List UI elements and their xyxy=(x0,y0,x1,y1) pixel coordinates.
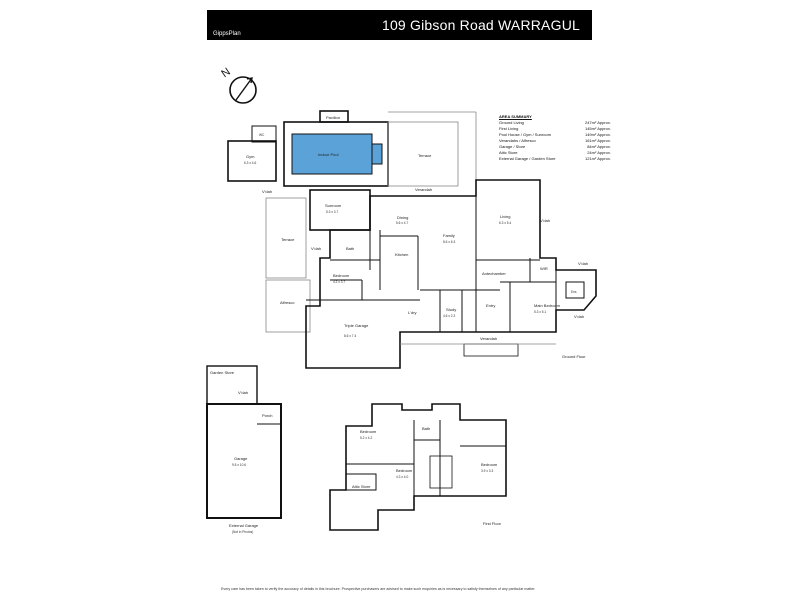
summary-row-area: 24m² Approx. xyxy=(587,150,611,155)
label-triple-garage: Triple Garage xyxy=(344,323,369,328)
label-dining: Dining xyxy=(397,215,408,220)
compass-icon: N xyxy=(219,66,257,104)
label-antechamber: Antechamber xyxy=(482,271,506,276)
summary-row: Garage / Store 84m² Approx. xyxy=(499,144,611,150)
summary-row: Verandahs / Alfresco 161m² Approx. xyxy=(499,138,611,144)
brand-label: GippsPlan xyxy=(213,31,241,37)
label-study-dim: 4.6 x 2.3 xyxy=(443,314,455,318)
label-garage: Garage xyxy=(234,456,248,461)
label-external-garage: External Garage xyxy=(229,523,259,528)
steps-area xyxy=(463,343,519,357)
label-ens: Ens xyxy=(571,290,577,294)
label-bath: Bath xyxy=(346,246,354,251)
label-sunroom: Sunroom xyxy=(325,203,342,208)
label-vdah-ens: V'dah xyxy=(578,261,588,266)
summary-row-name: First Living xyxy=(499,126,519,131)
summary-row-area: 161m² Approx. xyxy=(584,138,611,143)
summary-row-area: 145m² Approx. xyxy=(584,126,611,131)
summary-row-name: Ground Living xyxy=(499,120,524,125)
summary-row-name: Garage / Store xyxy=(499,144,526,149)
summary-row: First Living 145m² Approx. xyxy=(499,126,611,132)
label-external-garage-note: (Not in Photos) xyxy=(232,530,253,534)
summary-row-name: External Garage / Garden Store xyxy=(499,156,556,161)
summary-row: Pool House / Gym / Sunroom 149m² Approx. xyxy=(499,132,611,138)
summary-row: Ground Living 247m² Approx. xyxy=(499,120,611,126)
label-vdah-left: V'dah xyxy=(311,246,321,251)
sunroom-room xyxy=(309,189,371,231)
summary-row: External Garage / Garden Store 121m² Appr… xyxy=(499,156,611,162)
summary-row-name: Pool House / Gym / Sunroom xyxy=(499,132,552,137)
label-pavilion: Pavilion xyxy=(326,115,340,120)
page-title: 109 Gibson Road WARRAGUL xyxy=(381,17,580,33)
label-bedroom-3-dim: 4.3 x 4.0 xyxy=(396,475,408,479)
label-garden-store: Garden Store xyxy=(210,370,235,375)
label-bedroom-1-dim: 4.2 x 3.7 xyxy=(333,280,345,284)
label-vdah-1: V'dah xyxy=(262,189,272,194)
pavilion-room xyxy=(319,110,349,123)
label-study: Study xyxy=(446,307,456,312)
label-terrace-top: Terrace xyxy=(418,153,432,158)
summary-row-area: 121m² Approx. xyxy=(584,156,611,161)
label-vdah-ext: V'dah xyxy=(238,390,248,395)
disclaimer-text: Every care has been taken to verify the … xyxy=(221,587,536,591)
first-floor-outline xyxy=(329,403,507,531)
summary-row-area: 84m² Approx. xyxy=(587,144,611,149)
indoor-pool-water xyxy=(291,133,373,175)
main-house-outline xyxy=(305,179,597,369)
header-bar: GippsPlan 109 Gibson Road WARRAGUL xyxy=(207,10,592,40)
label-bedroom-1: Bedroom xyxy=(333,273,350,278)
compass-north-label: N xyxy=(219,66,232,80)
summary-row: Attic Store 24m² Approx. xyxy=(499,150,611,156)
label-entry: Entry xyxy=(486,303,495,308)
label-main-bedroom-dim: 5.3 x 5.1 xyxy=(534,310,546,314)
terrace-left-area xyxy=(265,197,307,279)
label-kitchen: Kitchen xyxy=(395,252,408,257)
label-triple-garage-dim: 8.6 x 7.4 xyxy=(344,334,356,338)
label-living-dim: 6.3 x 5.4 xyxy=(499,221,511,225)
label-first-floor: First Floor xyxy=(483,521,502,526)
label-main-bedroom: Main Bedroom xyxy=(534,303,561,308)
label-wir: WIR xyxy=(540,266,548,271)
label-alfresco: Alfresco xyxy=(280,300,295,305)
label-vdah-right: V'dah xyxy=(540,218,550,223)
area-summary-heading: AREA SUMMARY xyxy=(499,114,532,119)
label-family-dim: 8.6 x 6.3 xyxy=(443,240,455,244)
label-sunroom-dim: 5.3 x 3.7 xyxy=(326,210,338,214)
label-terrace-left: Terrace xyxy=(281,237,295,242)
label-porch: Porch xyxy=(262,413,272,418)
label-ground-floor: Ground Floor xyxy=(562,354,586,359)
summary-row-area: 247m² Approx. xyxy=(584,120,611,125)
label-bedroom-4-dim: 3.9 x 3.3 xyxy=(481,469,493,473)
label-verandah-top: Verandah xyxy=(415,187,432,192)
label-family: Family xyxy=(443,233,455,238)
terrace-top-area xyxy=(387,121,459,187)
label-gym: Gym xyxy=(246,154,255,159)
label-dining-dim: 5.6 x 4.7 xyxy=(396,221,408,225)
label-bedroom-2: Bedroom xyxy=(360,429,377,434)
summary-row-name: Verandahs / Alfresco xyxy=(499,138,536,143)
summary-row-name: Attic Store xyxy=(499,150,518,155)
label-vdah-main: V'dah xyxy=(574,314,584,319)
wc-room xyxy=(251,125,277,143)
external-garage-room xyxy=(206,403,282,519)
summary-row-area: 149m² Approx. xyxy=(584,132,611,137)
alfresco-area xyxy=(265,279,311,333)
label-gym-dim: 6.3 x 4.6 xyxy=(244,161,256,165)
label-living: Living xyxy=(500,214,510,219)
label-verandah-bottom: Verandah xyxy=(480,336,497,341)
label-attic-store: Attic Store xyxy=(352,484,371,489)
label-bath-2: Bath xyxy=(422,426,430,431)
label-indoor-pool: Indoor Pool xyxy=(318,152,339,157)
label-bedroom-3: Bedroom xyxy=(396,468,413,473)
label-ldry: L'dry xyxy=(408,310,417,315)
label-garage-dim: 9.5 x 10.6 xyxy=(232,463,246,467)
label-wc: WC xyxy=(259,133,265,137)
label-bedroom-2-dim: 5.2 x 4.2 xyxy=(360,436,372,440)
label-bedroom-4: Bedroom xyxy=(481,462,498,467)
